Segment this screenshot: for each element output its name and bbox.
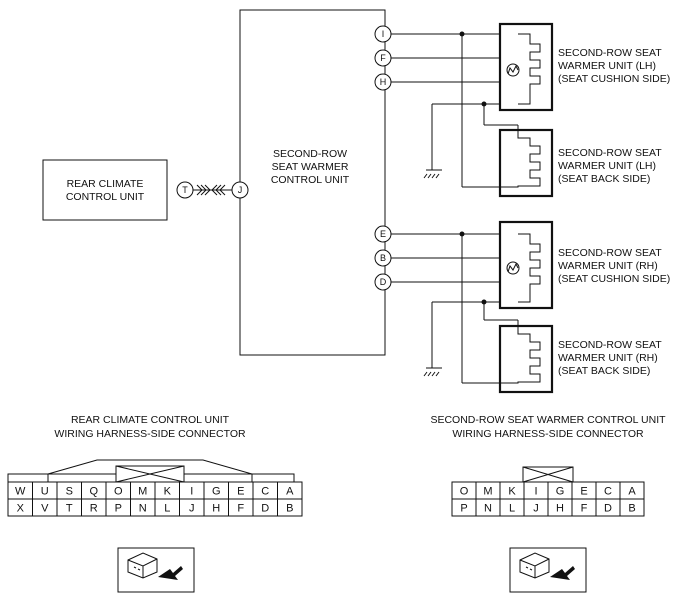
pin-j-label: J bbox=[238, 185, 243, 195]
left-connector-pin-label: L bbox=[164, 503, 170, 515]
ctrl-unit-label-line2: SEAT WARMER bbox=[272, 161, 349, 173]
left-connector-pin-label: X bbox=[17, 503, 25, 515]
right-connector-pin-label: O bbox=[460, 486, 469, 498]
left-connector-pin-label: U bbox=[41, 486, 49, 498]
rear-climate-label-line2: CONTROL UNIT bbox=[66, 191, 145, 203]
right-connector-pin-label: N bbox=[484, 503, 492, 515]
pin-t-label: T bbox=[182, 185, 188, 195]
right-connector-pin-label: B bbox=[628, 503, 635, 515]
right-connector-pin-cell bbox=[619, 498, 645, 517]
lh-cushion-warmer-box bbox=[498, 22, 554, 112]
right-connector-pin-label: K bbox=[508, 486, 516, 498]
left-connector-pin-label: V bbox=[41, 503, 49, 515]
right-connector-pin-label: L bbox=[509, 503, 515, 515]
left-connector-pin-label: G bbox=[212, 486, 221, 498]
lh-back-label-line2: WARMER UNIT (LH) bbox=[558, 160, 656, 172]
left-connector-pin-label: A bbox=[286, 486, 294, 498]
left-connector-pin-label: P bbox=[115, 503, 122, 515]
heater-element-icon bbox=[500, 320, 541, 384]
left-connector-pin-label: C bbox=[261, 486, 269, 498]
left-connector-pin-label: I bbox=[190, 486, 193, 498]
right-connector-grid: O M K I G E C A P N L J H F D B bbox=[451, 481, 645, 517]
left-connector-pin-label: K bbox=[164, 486, 172, 498]
lh-cushion-label-line2: WARMER UNIT (LH) bbox=[558, 60, 656, 72]
left-connector-caption-line2: WIRING HARNESS-SIDE CONNECTOR bbox=[54, 428, 246, 440]
right-connector-pin-label: A bbox=[628, 486, 636, 498]
rh-cushion-warmer-box bbox=[498, 220, 554, 310]
left-connector-pin-label: H bbox=[212, 503, 220, 515]
pin-e-label: E bbox=[380, 229, 386, 239]
rear-climate-label-line1: REAR CLIMATE bbox=[67, 178, 144, 190]
lh-back-warmer-box bbox=[498, 128, 554, 198]
rh-back-warmer-box bbox=[498, 324, 554, 394]
pin-j-circle bbox=[231, 181, 249, 199]
pin-h-label: H bbox=[380, 77, 387, 87]
rh-cushion-label-line1: SECOND-ROW SEAT bbox=[558, 247, 662, 259]
pin-i-label: I bbox=[382, 29, 385, 39]
right-connector-pin-label: H bbox=[556, 503, 564, 515]
left-connector-pin-label: N bbox=[139, 503, 147, 515]
left-connector-pin-label: E bbox=[237, 486, 244, 498]
left-connector-latch bbox=[7, 459, 295, 482]
rear-climate-control-unit-box bbox=[42, 159, 168, 221]
right-connector-pin-label: I bbox=[534, 486, 537, 498]
connector-view-icon bbox=[117, 547, 195, 593]
heater-element-icon bbox=[500, 125, 541, 188]
ctrl-unit-label-line1: SECOND-ROW bbox=[273, 148, 347, 160]
rh-back-label-line1: SECOND-ROW SEAT bbox=[558, 339, 662, 351]
right-connector-pin-label: C bbox=[604, 486, 612, 498]
heater-element-icon bbox=[518, 33, 541, 105]
left-connector-pin-label: D bbox=[261, 503, 269, 515]
left-connector-pin-label: F bbox=[237, 503, 244, 515]
rh-cushion-label-line2: WARMER UNIT (RH) bbox=[558, 260, 658, 272]
heater-element-icon bbox=[518, 233, 541, 303]
lh-cushion-label-line1: SECOND-ROW SEAT bbox=[558, 47, 662, 59]
left-connector-pin-label: Q bbox=[89, 486, 98, 498]
connector-chevron-icon bbox=[211, 184, 226, 196]
right-connector-pin-label: P bbox=[460, 503, 467, 515]
right-connector-caption-line2: WIRING HARNESS-SIDE CONNECTOR bbox=[452, 428, 644, 440]
pin-f-label: F bbox=[380, 53, 386, 63]
right-connector-pin-label: J bbox=[533, 503, 539, 515]
right-connector-pin-label: E bbox=[580, 486, 587, 498]
left-connector-pin-label: M bbox=[138, 486, 147, 498]
lh-cushion-label-line3: (SEAT CUSHION SIDE) bbox=[558, 73, 670, 85]
left-connector-pin-label: O bbox=[114, 486, 123, 498]
rh-cushion-label-line3: (SEAT CUSHION SIDE) bbox=[558, 273, 670, 285]
pin-d-label: D bbox=[380, 277, 387, 287]
lh-back-label-line3: (SEAT BACK SIDE) bbox=[558, 173, 650, 185]
left-connector-pin-label: B bbox=[286, 503, 293, 515]
left-connector-pin-cell bbox=[277, 498, 303, 517]
ctrl-unit-label-line3: CONTROL UNIT bbox=[271, 174, 350, 186]
left-connector-pin-label: S bbox=[66, 486, 73, 498]
connector-view-icon bbox=[509, 547, 587, 593]
left-connector-pin-label: W bbox=[15, 486, 26, 498]
right-connector-caption-line1: SECOND-ROW SEAT WARMER CONTROL UNIT bbox=[430, 414, 666, 426]
left-connector-pin-label: J bbox=[189, 503, 195, 515]
right-connector-pin-label: D bbox=[604, 503, 612, 515]
rh-back-label-line2: WARMER UNIT (RH) bbox=[558, 352, 658, 364]
left-connector-grid: W U S Q O M K I G E C A X V T R P N L J H F D B bbox=[7, 481, 303, 517]
thermistor-icon bbox=[506, 63, 520, 77]
pin-b-label: B bbox=[380, 253, 386, 263]
right-connector-pin-label: G bbox=[556, 486, 565, 498]
connector-chevron-icon bbox=[196, 184, 211, 196]
lh-back-label-line1: SECOND-ROW SEAT bbox=[558, 147, 662, 159]
rh-back-label-line3: (SEAT BACK SIDE) bbox=[558, 365, 650, 377]
thermistor-icon bbox=[506, 261, 520, 275]
seat-warmer-control-unit-box bbox=[239, 9, 386, 356]
left-connector-pin-label: T bbox=[66, 503, 73, 515]
left-connector-pin-label: R bbox=[90, 503, 98, 515]
left-connector-caption-line1: REAR CLIMATE CONTROL UNIT bbox=[71, 414, 230, 426]
right-connector-pin-label: F bbox=[581, 503, 588, 515]
right-connector-pin-label: M bbox=[483, 486, 492, 498]
